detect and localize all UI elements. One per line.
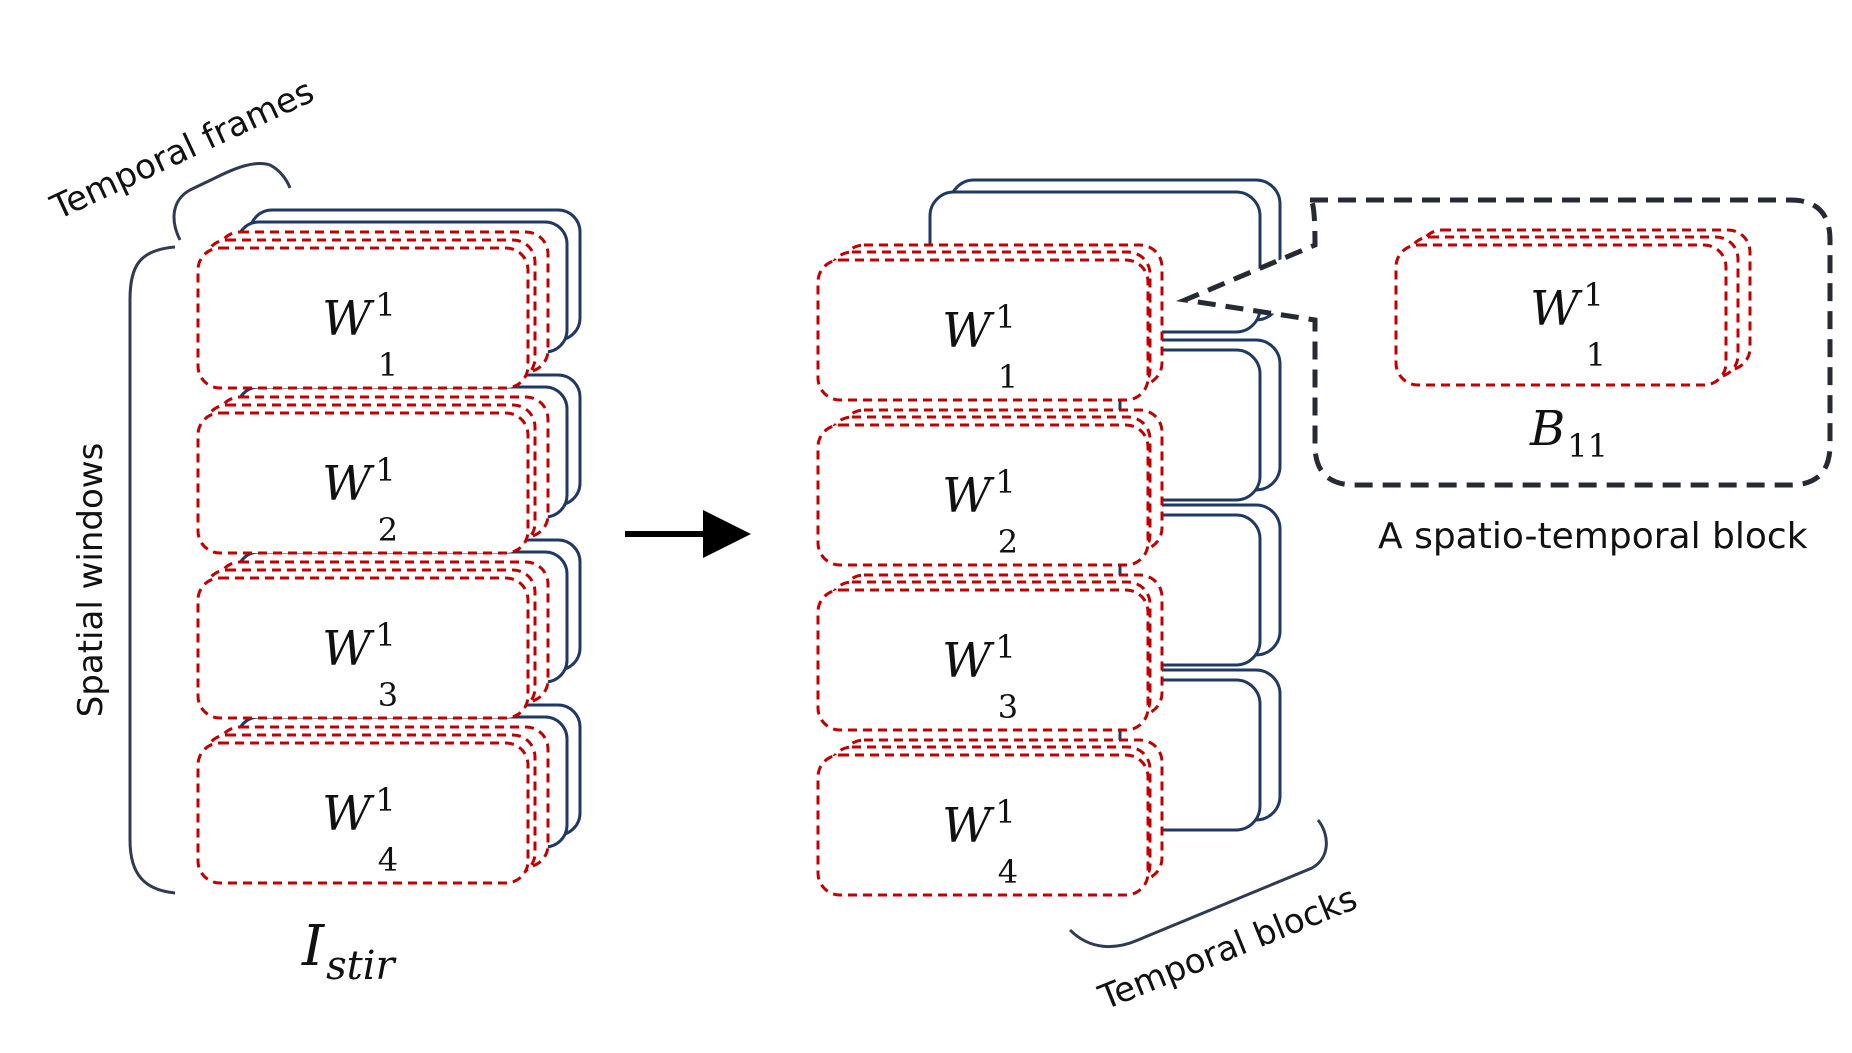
left-windows bbox=[196, 230, 550, 885]
spatial-windows-brace bbox=[128, 245, 176, 895]
block-caption: A spatio-temporal block bbox=[1378, 516, 1808, 557]
input-label: Istir bbox=[301, 914, 398, 989]
callout-window-box bbox=[1394, 243, 1728, 387]
temporal-frames-brace bbox=[172, 162, 292, 241]
svg-text:W12: W12 bbox=[942, 463, 1018, 561]
window-box-4 bbox=[196, 741, 530, 885]
right-windows bbox=[816, 243, 1164, 897]
spatial-windows-label: Spatial windows bbox=[71, 443, 111, 718]
svg-text:W13: W13 bbox=[942, 628, 1018, 726]
temporal-blocks-brace bbox=[1068, 819, 1328, 949]
window-box-3 bbox=[196, 576, 530, 720]
svg-text:W14: W14 bbox=[942, 793, 1018, 891]
svg-text:W11: W11 bbox=[942, 298, 1018, 396]
temporal-blocks-label: Temporal blocks bbox=[1092, 878, 1362, 1018]
block-label: B11 bbox=[1529, 401, 1608, 465]
window-box-2 bbox=[196, 411, 530, 555]
temporal-frames-label: Temporal frames bbox=[44, 71, 320, 228]
window-box-1 bbox=[196, 246, 530, 390]
